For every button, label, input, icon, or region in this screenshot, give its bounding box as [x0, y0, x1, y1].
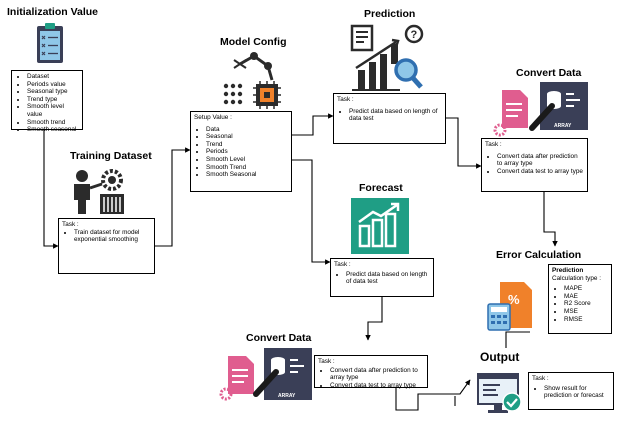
forecast-box: Task : Predict data based on length of d…: [330, 258, 434, 297]
list-item: Smooth trend: [27, 119, 79, 127]
model-config-title: Model Config: [220, 36, 287, 48]
document-array-icon: ARRAY: [492, 80, 592, 138]
training-title: Training Dataset: [70, 150, 152, 162]
convert-top-task-label: Task :: [485, 141, 502, 148]
training-box: Task : Train dataset for model exponenti…: [58, 218, 155, 274]
robot-arm-chip-icon: [220, 50, 290, 110]
output-title: Output: [480, 350, 520, 364]
arrow-convert-bottom-to-output: [395, 379, 471, 411]
list-item: Predict data based on length of data tes…: [346, 271, 430, 286]
calculator-percent-icon: %: [486, 280, 544, 332]
svg-text:?: ?: [411, 29, 418, 41]
list-item: Smooth Seasonal: [206, 171, 288, 179]
list-item: MAPE: [564, 285, 608, 293]
error-calc-box: Prediction Calculation type : MAPE MAE R…: [548, 264, 612, 334]
training-task-label: Task :: [62, 221, 79, 228]
list-item: Predict data based on length of data tes…: [349, 108, 442, 123]
monitor-check-icon: [476, 372, 524, 416]
arrow-prediction-to-convert: [446, 117, 482, 169]
list-item: Seasonal type: [27, 88, 79, 96]
list-item: Smooth seasonal: [27, 126, 79, 134]
document-array-icon: ARRAY: [218, 346, 314, 402]
arrow-convert-to-error: [543, 192, 558, 247]
prediction-title: Prediction: [364, 8, 416, 20]
list-item: Trend type: [27, 96, 79, 104]
array-label: ARRAY: [278, 393, 296, 399]
list-item: Periods: [206, 148, 288, 156]
clipboard-icon: [36, 22, 64, 64]
list-item: MAE: [564, 293, 608, 301]
list-item: Dataset: [27, 73, 79, 81]
list-item: Show result for prediction or forecast: [544, 385, 610, 400]
arrow-config-to-prediction: [292, 113, 334, 136]
list-item: RMSE: [564, 316, 608, 324]
convert-top-title: Convert Data: [516, 67, 582, 79]
list-item: Train dataset for model exponential smoo…: [74, 229, 151, 244]
forecast-task-label: Task :: [334, 261, 351, 268]
percent-symbol: %: [508, 292, 520, 307]
list-item: Convert data test to array type: [330, 382, 424, 390]
presenter-gear-icon: [68, 166, 128, 216]
list-item: Smooth Trend: [206, 164, 288, 172]
arrow-error-to-output: [505, 331, 530, 348]
error-calc-subhead: Calculation type :: [552, 274, 602, 282]
list-item: Seasonal: [206, 133, 288, 141]
list-item: R2 Score: [564, 300, 608, 308]
output-box: Task : Show result for prediction or for…: [528, 372, 614, 410]
forecast-title: Forecast: [359, 182, 403, 194]
prediction-box: Task : Predict data based on length of d…: [333, 93, 446, 144]
array-label: ARRAY: [554, 123, 572, 129]
list-item: Convert data after prediction to array t…: [330, 367, 424, 382]
output-task-label: Task :: [532, 375, 549, 382]
init-list: Dataset Periods value Seasonal type Tren…: [15, 73, 79, 134]
model-config-head: Setup Value :: [194, 114, 232, 121]
arrow-init-to-training: [43, 130, 59, 249]
prediction-task-label: Task :: [337, 96, 354, 103]
list-item: Convert data after prediction to array t…: [497, 153, 584, 168]
convert-bottom-task-label: Task :: [318, 358, 335, 365]
convert-top-box: Task : Convert data after prediction to …: [481, 138, 588, 192]
init-title: Initialization Value: [7, 6, 99, 18]
arrow-forecast-to-convert: [365, 297, 383, 341]
arrow-config-to-forecast: [292, 159, 331, 265]
convert-bottom-box: Task : Convert data after prediction to …: [314, 355, 428, 390]
list-item: Periods value: [27, 81, 79, 89]
list-item: Trend: [206, 141, 288, 149]
list-item: Data: [206, 126, 288, 134]
error-calc-head: Prediction: [552, 267, 584, 274]
convert-bottom-title: Convert Data: [246, 332, 312, 344]
init-box: Dataset Periods value Seasonal type Tren…: [11, 70, 83, 133]
list-item: MSE: [564, 308, 608, 316]
list-item: Smooth Level: [206, 156, 288, 164]
arrow-training-to-config: [155, 147, 191, 247]
chart-magnifier-icon: ?: [350, 24, 424, 92]
list-item: Smooth level value: [27, 103, 79, 118]
model-config-box: Setup Value : Data Seasonal Trend Period…: [190, 111, 292, 192]
error-calc-title: Error Calculation: [496, 249, 582, 261]
list-item: Convert data test to array type: [497, 168, 584, 176]
forecast-chart-icon: [351, 198, 409, 254]
